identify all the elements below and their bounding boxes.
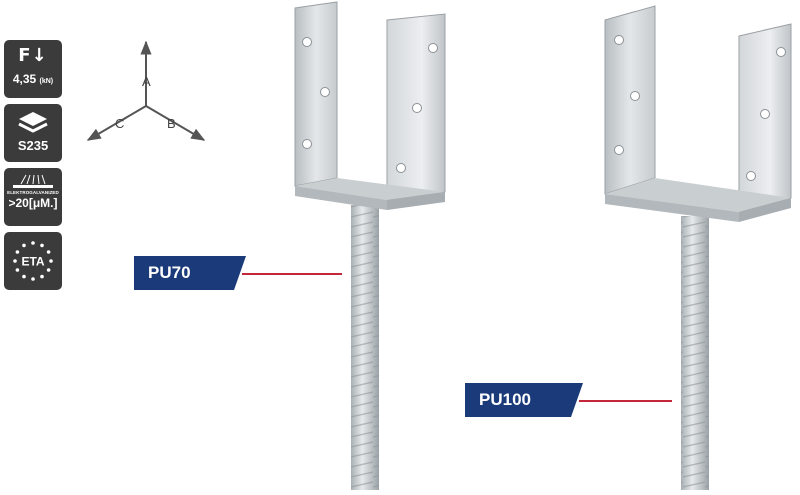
steel-grade: S235 xyxy=(17,138,49,153)
eta-certification-badge: ETA xyxy=(4,232,62,290)
force-symbol: F↓ xyxy=(18,45,48,66)
pu100-label-text: PU100 xyxy=(479,390,531,409)
axis-c-line xyxy=(86,105,147,141)
pu100-post-base-image xyxy=(604,5,792,490)
pu100-leader-line xyxy=(579,400,672,402)
axis-b-label: B xyxy=(167,116,176,131)
pu70-label: PU70 xyxy=(134,256,246,290)
load-direction-diagram: A B C xyxy=(86,40,206,141)
force-unit: (kN) xyxy=(39,78,54,85)
pu70-leader-line xyxy=(242,273,342,275)
axis-a-label: A xyxy=(142,74,151,89)
pu100-label: PU100 xyxy=(465,383,583,417)
force-value-line: 4,35 (kN) xyxy=(13,72,53,86)
pu70-post-base-image xyxy=(294,1,446,490)
layers-icon xyxy=(18,112,48,133)
coating-badge: ELEKTROGALVANIZED >20[μM.] xyxy=(4,168,62,226)
steel-grade-badge: S235 xyxy=(4,104,62,162)
coating-process-text: ELEKTROGALVANIZED xyxy=(7,190,59,195)
pu70-label-text: PU70 xyxy=(148,263,191,282)
load-capacity-badge: F↓ 4,35 (kN) xyxy=(4,40,62,98)
eu-stars-icon: ETA xyxy=(13,241,53,281)
eta-label: ETA xyxy=(21,255,44,269)
coating-thickness: >20[μM.] xyxy=(8,196,58,210)
force-value: 4,35 xyxy=(12,72,37,86)
galvanized-spray-icon xyxy=(13,174,53,188)
axis-c-label: C xyxy=(115,116,124,131)
axis-b-line xyxy=(145,105,206,141)
